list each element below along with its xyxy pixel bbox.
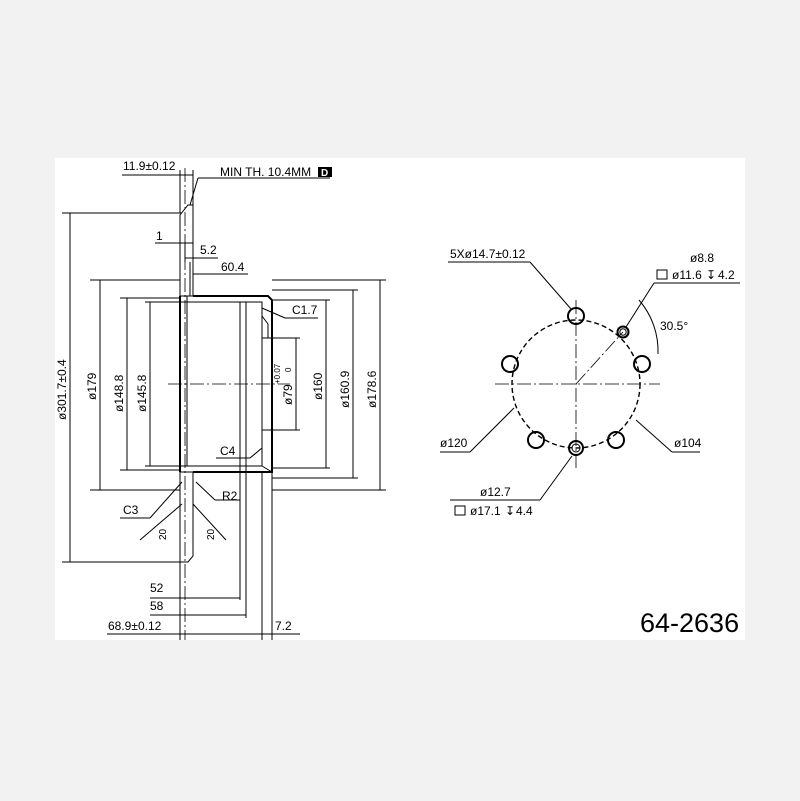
len-52-label: 52 xyxy=(150,581,164,595)
counterbore-171-dia-label: ø17.1 xyxy=(470,504,501,518)
angle-305-label: 30.5° xyxy=(660,319,688,333)
dia-179-label: ø179 xyxy=(85,372,99,400)
chamfer-c4-label: C4 xyxy=(220,444,236,458)
bolt-holes-label: 5Xø14.7±0.12 xyxy=(450,247,526,261)
pcd-104-label: ø104 xyxy=(674,436,702,450)
chamfer-c3-label: C3 xyxy=(123,503,139,517)
pcd-120-label: ø120 xyxy=(440,436,468,450)
right-diameter-dimensions xyxy=(262,279,386,491)
bolt-hole-right xyxy=(633,355,651,373)
angle-ref-line xyxy=(575,331,624,385)
rotor-flange-upper xyxy=(179,204,194,297)
bolt-hole-left xyxy=(501,355,519,373)
dia-1609-label: ø160.9 xyxy=(338,370,352,408)
depth-symbol-upper: ↧ xyxy=(706,268,716,282)
min-thickness-symbol-box xyxy=(318,167,332,177)
bottom-dimensions xyxy=(107,466,300,640)
part-number: 64-2636 xyxy=(640,608,740,638)
dia-1786-label: ø178.6 xyxy=(365,370,379,408)
rotor-flange-lower xyxy=(179,471,194,563)
counterbore-symbol-upper xyxy=(656,269,668,280)
hole-88-label: ø8.8 xyxy=(690,251,714,265)
angle-left-label: 20 xyxy=(158,528,169,540)
chamfer-c17-detail xyxy=(261,315,269,339)
hole-88-inner xyxy=(619,328,627,336)
dia-1488-label: ø148.8 xyxy=(112,374,126,412)
dia-79-label: ø79 xyxy=(281,384,295,405)
angle-305-arc xyxy=(638,299,659,355)
bolt-hole-bottom-left xyxy=(527,431,545,449)
hat-depth-label: 60.4 xyxy=(221,260,245,274)
min-thickness-label: MIN TH. 10.4MM xyxy=(220,165,311,179)
outer-diameter-label: ø301.7±0.4 xyxy=(55,359,69,420)
len-58-label: 58 xyxy=(150,599,164,613)
bolt-hole-top xyxy=(567,307,585,325)
counterbore-171-depth-label: 4.4 xyxy=(516,504,533,518)
counterbore-116-depth-label: 4.2 xyxy=(718,268,735,282)
step-52-small-label: 5.2 xyxy=(200,243,217,257)
hole-127-label: ø12.7 xyxy=(480,485,511,499)
total-height-label: 68.9±0.12 xyxy=(108,619,162,633)
dia-160-label: ø160 xyxy=(311,372,325,400)
len-72-label: 7.2 xyxy=(275,619,292,633)
angle-right-label: 20 xyxy=(206,528,217,540)
flange-thickness-label: 11.9±0.12 xyxy=(123,159,176,173)
hole-88-outer xyxy=(616,325,630,339)
radius-r2-label: R2 xyxy=(222,489,238,503)
depth-symbol-lower: ↧ xyxy=(505,504,515,518)
counterbore-symbol-lower xyxy=(454,505,466,516)
dia-1458-label: ø145.8 xyxy=(135,374,149,412)
step-1-label: 1 xyxy=(156,229,163,243)
bolt-hole-bottom-right xyxy=(607,431,625,449)
top-dimensions xyxy=(122,170,330,319)
chamfer-c17-label: C1.7 xyxy=(292,303,318,317)
left-diameter-dimensions xyxy=(62,212,187,563)
hole-127-outer xyxy=(568,440,584,456)
dia-79-tol-lower: 0 xyxy=(284,367,293,372)
lower-annotations xyxy=(120,447,263,541)
drawing-sheet xyxy=(55,158,745,640)
front-view xyxy=(495,299,660,468)
hole-127-inner xyxy=(571,443,581,453)
counterbore-116-dia-label: ø11.6 xyxy=(672,268,702,282)
min-thickness-symbol: D xyxy=(321,168,328,179)
dia-79-tol-upper: +0.07 xyxy=(273,363,282,384)
front-view-leaders xyxy=(440,261,740,501)
